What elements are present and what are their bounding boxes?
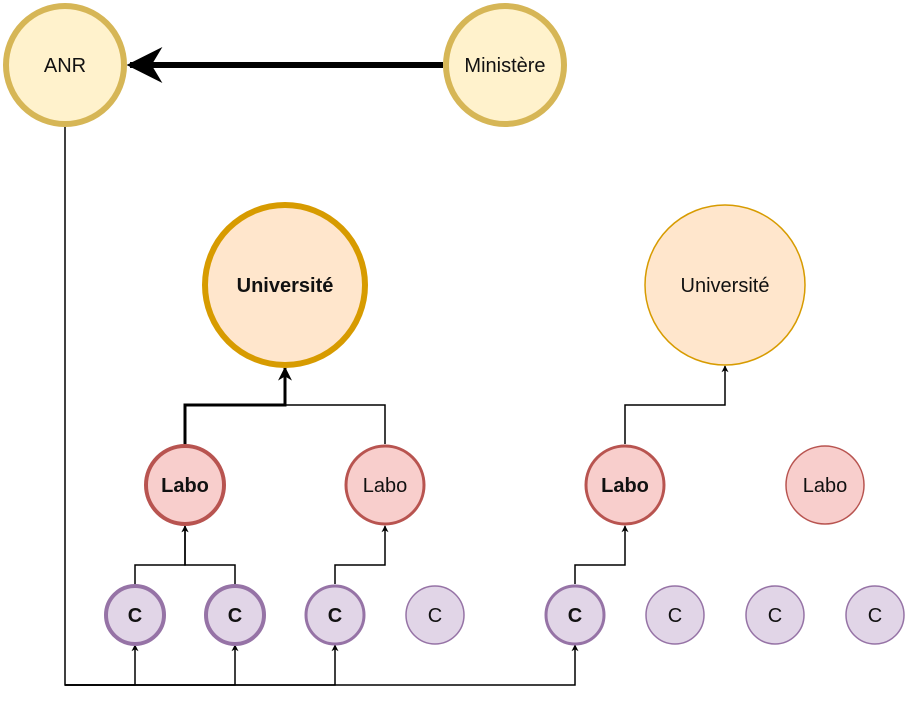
node-universite-2[interactable]: Université [644,204,806,366]
edge-c2-to-labo1 [181,525,236,584]
node-c-1[interactable]: C [104,584,166,646]
node-universite-1-label: Université [237,275,334,297]
node-c-7[interactable]: C [745,585,805,645]
edges [64,47,729,686]
node-ministere-label: Ministère [464,55,545,77]
node-c-3-label: C [328,605,342,627]
edge-anr-to-c5 [65,644,579,686]
node-labo-2-label: Labo [363,475,408,497]
node-labo-3[interactable]: Labo [584,444,666,526]
node-universite-2-label: Université [681,275,770,297]
node-universite-1[interactable]: Université [202,202,368,368]
node-anr[interactable]: ANR [3,3,127,127]
edge-labo2-to-universite1 [281,367,386,444]
node-c-5[interactable]: C [544,584,606,646]
node-c-4-label: C [428,605,442,627]
node-labo-4[interactable]: Labo [785,445,865,525]
edge-anr-to-c3 [65,644,339,686]
edge-labo1-to-universite1 [183,366,292,444]
node-c-8[interactable]: C [845,585,905,645]
node-c-6-label: C [668,605,682,627]
node-c-6[interactable]: C [645,585,705,645]
node-c-4[interactable]: C [405,585,465,645]
node-ministere[interactable]: Ministère [443,3,567,127]
node-c-2-label: C [228,605,242,627]
node-c-3[interactable]: C [304,584,366,646]
edge-labo3-to-universite2 [624,365,729,444]
node-labo-4-label: Labo [803,475,848,497]
node-c-5-label: C [568,605,582,627]
node-c-7-label: C [768,605,782,627]
edge-c1-to-labo1 [134,525,189,584]
node-c-2[interactable]: C [204,584,266,646]
edge-anr-to-c2 [65,644,239,686]
node-c-1-label: C [128,605,142,627]
node-c-8-label: C [868,605,882,627]
edge-c5-to-labo3 [574,525,629,584]
node-labo-1-label: Labo [161,475,209,497]
edge-c3-to-labo2 [334,525,389,584]
node-anr-label: ANR [44,55,86,77]
node-labo-1[interactable]: Labo [144,444,226,526]
node-labo-3-label: Labo [601,475,649,497]
node-labo-2[interactable]: Labo [344,444,426,526]
